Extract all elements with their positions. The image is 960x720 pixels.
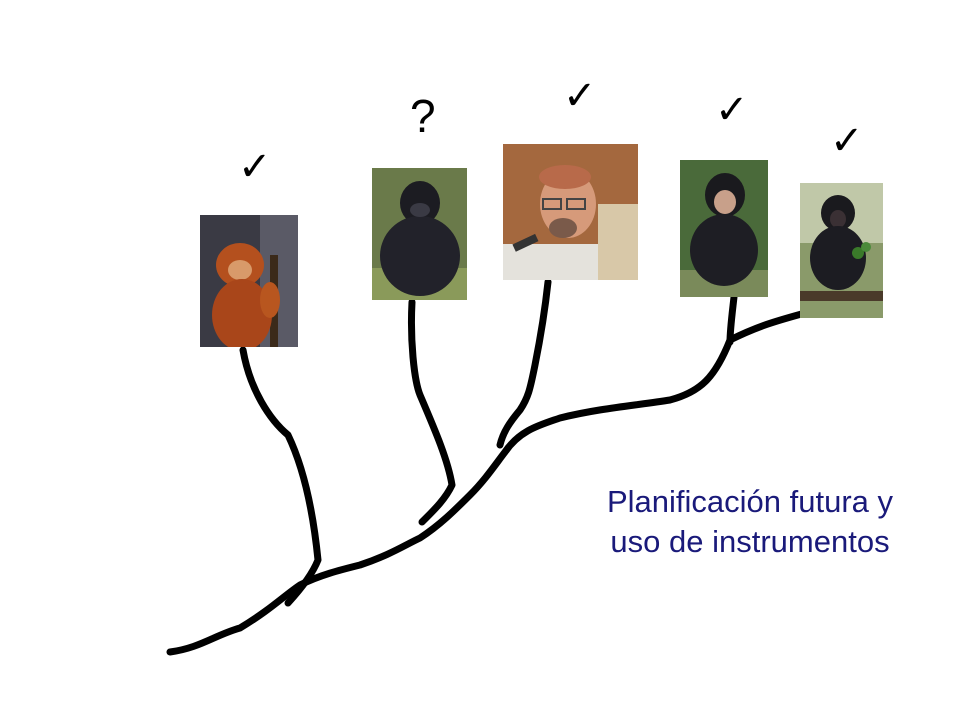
- bonobo-check-icon: ✓: [830, 118, 864, 164]
- trunk-branch: [166, 309, 809, 656]
- gorilla-photo: [372, 168, 467, 300]
- human-photo: [503, 144, 638, 280]
- human-branch: [496, 278, 552, 449]
- chimpanzee-check-icon: ✓: [715, 87, 749, 133]
- chimpanzee-photo: [680, 160, 768, 297]
- orangutan-check-icon: ✓: [238, 144, 272, 190]
- orangutan-photo: [200, 215, 298, 347]
- human-check-icon: ✓: [563, 73, 597, 119]
- gorilla-question-mark: ?: [410, 90, 436, 142]
- chimpanzee-branch: [726, 293, 738, 346]
- orangutan-branch: [239, 346, 322, 607]
- caption-text: Planificación futura y uso de instrument…: [606, 484, 894, 559]
- bonobo-photo: [800, 183, 883, 318]
- gorilla-branch: [407, 298, 456, 526]
